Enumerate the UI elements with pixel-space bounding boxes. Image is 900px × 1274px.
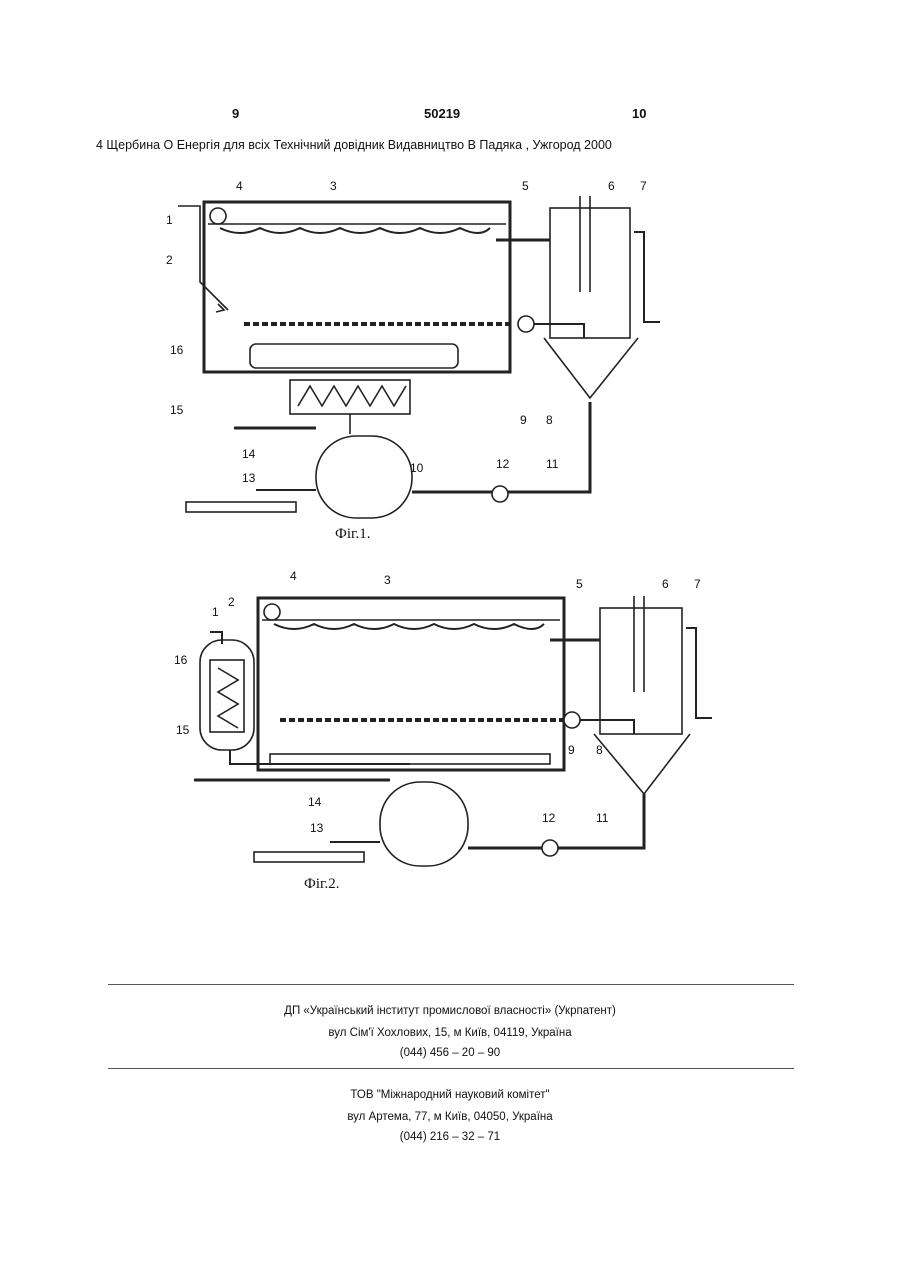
fig2-label-3: 3 <box>384 573 391 587</box>
footer-divider-top <box>108 984 794 985</box>
figure-2-caption: Фіг.2. <box>304 876 339 893</box>
fig1-label-7: 7 <box>640 179 647 193</box>
fig2-label-15: 15 <box>176 723 190 737</box>
fig2-label-11: 11 <box>596 811 609 825</box>
figure-2-diagram: 1 2 3 4 5 6 7 8 9 11 12 13 14 15 16 <box>160 568 720 878</box>
fig1-label-15: 15 <box>170 403 184 417</box>
figure-1-caption: Фіг.1. <box>335 526 370 543</box>
fig2-label-16: 16 <box>174 653 188 667</box>
fig2-label-7: 7 <box>694 577 701 591</box>
fig2-label-13: 13 <box>310 821 324 835</box>
fig2-label-1: 1 <box>212 605 219 619</box>
fig2-label-5: 5 <box>576 577 583 591</box>
fig1-label-8: 8 <box>546 413 553 427</box>
footer-divider-middle <box>108 1068 794 1069</box>
fig2-label-4: 4 <box>290 569 297 583</box>
page-number-left: 9 <box>232 106 239 121</box>
fig1-label-10: 10 <box>410 461 424 475</box>
figure-1-callouts: 1 2 3 4 5 6 7 8 9 10 11 12 13 14 15 16 <box>166 179 647 485</box>
fig1-label-3: 3 <box>330 179 337 193</box>
org1-address: вул Сім'ї Хохлових, 15, м Київ, 04119, У… <box>0 1027 900 1039</box>
org1-name: ДП «Український інститут промислової вла… <box>0 1005 900 1017</box>
fig1-label-6: 6 <box>608 179 615 193</box>
page-number-right: 10 <box>632 106 646 121</box>
org2-phone: (044) 216 – 32 – 71 <box>0 1131 900 1143</box>
fig2-label-14: 14 <box>308 795 322 809</box>
fig2-label-6: 6 <box>662 577 669 591</box>
figure-2-callouts: 1 2 3 4 5 6 7 8 9 11 12 13 14 15 16 <box>174 569 701 835</box>
org1-phone: (044) 456 – 20 – 90 <box>0 1047 900 1059</box>
fig1-label-13: 13 <box>242 471 256 485</box>
fig1-label-14: 14 <box>242 447 256 461</box>
fig1-label-16: 16 <box>170 343 184 357</box>
fig2-label-2: 2 <box>228 595 235 609</box>
fig1-label-11: 11 <box>546 457 559 471</box>
document-number: 50219 <box>424 106 460 121</box>
fig1-label-4: 4 <box>236 179 243 193</box>
fig2-label-9: 9 <box>568 743 575 757</box>
fig1-label-1: 1 <box>166 213 173 227</box>
org2-name: ТОВ "Міжнародний науковий комітет" <box>0 1089 900 1101</box>
reference-citation: 4 Щербина О Енергія для всіх Технічний д… <box>96 138 612 152</box>
org2-address: вул Артема, 77, м Київ, 04050, Україна <box>0 1111 900 1123</box>
fig2-label-12: 12 <box>542 811 556 825</box>
fig1-label-2: 2 <box>166 253 173 267</box>
fig1-label-5: 5 <box>522 179 529 193</box>
figure-1-diagram: 1 2 3 4 5 6 7 8 9 10 11 12 13 14 15 16 <box>160 172 700 527</box>
fig1-label-9: 9 <box>520 413 527 427</box>
fig2-label-8: 8 <box>596 743 603 757</box>
fig1-label-12: 12 <box>496 457 510 471</box>
